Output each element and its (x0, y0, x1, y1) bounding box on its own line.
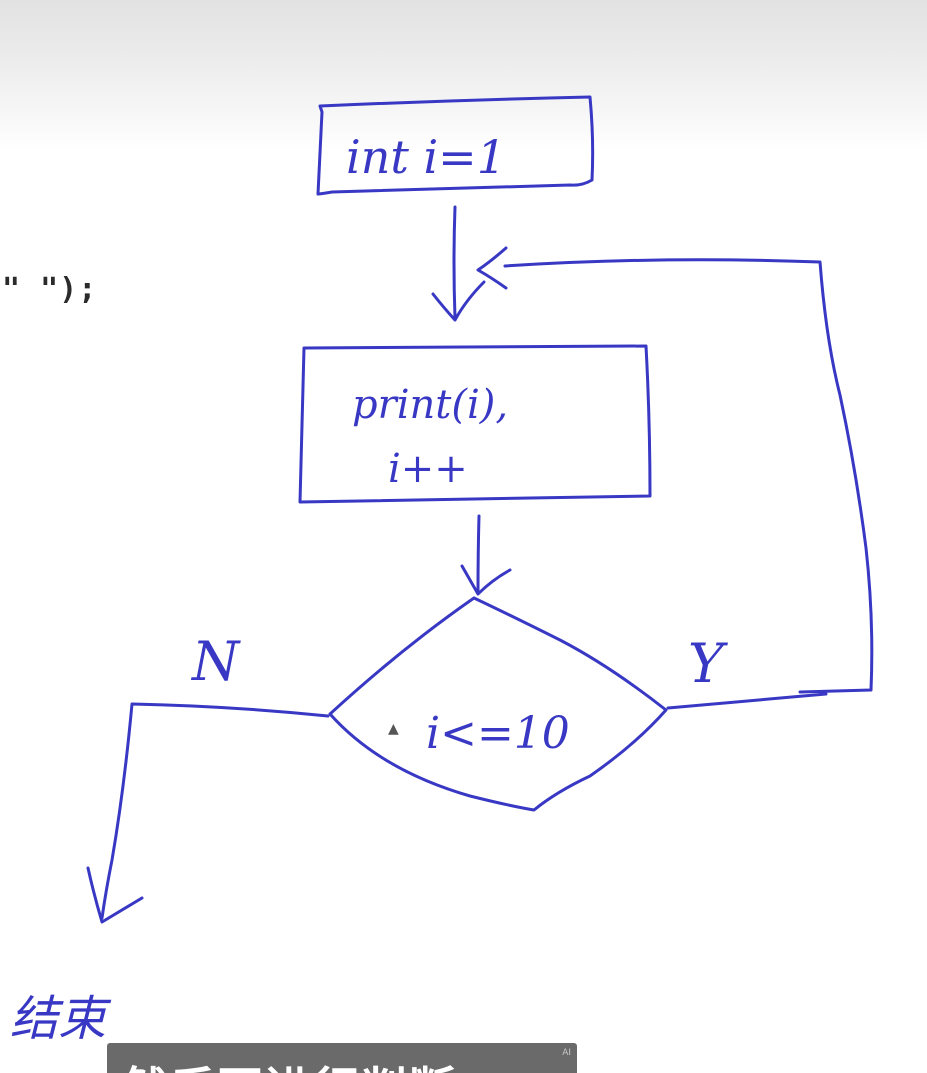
end-label: 结束 (10, 991, 112, 1047)
cursor-icon: ▲ (388, 721, 399, 737)
body-line2: i++ (388, 446, 468, 492)
no-label: N (190, 630, 241, 693)
arrow-init-to-body (431, 205, 486, 322)
no-branch-line (100, 702, 330, 920)
subtitle-caption: 然后再进行判断 AI (107, 1043, 577, 1073)
loop-back-line (503, 258, 874, 710)
loop-back-arrowhead (476, 246, 508, 290)
decision-condition: i<=10 (426, 708, 570, 759)
init-label: int i=1 (346, 130, 506, 184)
init-box (316, 95, 595, 196)
body-line1: print(i), (352, 382, 508, 428)
code-fragment: " "); (2, 272, 98, 307)
yes-label: Y (688, 632, 728, 695)
no-branch-arrowhead (86, 866, 144, 924)
subtitle-text: 然后再进行判断 (121, 1053, 457, 1073)
arrow-body-to-decision (460, 514, 512, 596)
body-box (298, 344, 652, 504)
ai-badge: AI (562, 1048, 571, 1058)
decision-diamond (328, 596, 668, 812)
